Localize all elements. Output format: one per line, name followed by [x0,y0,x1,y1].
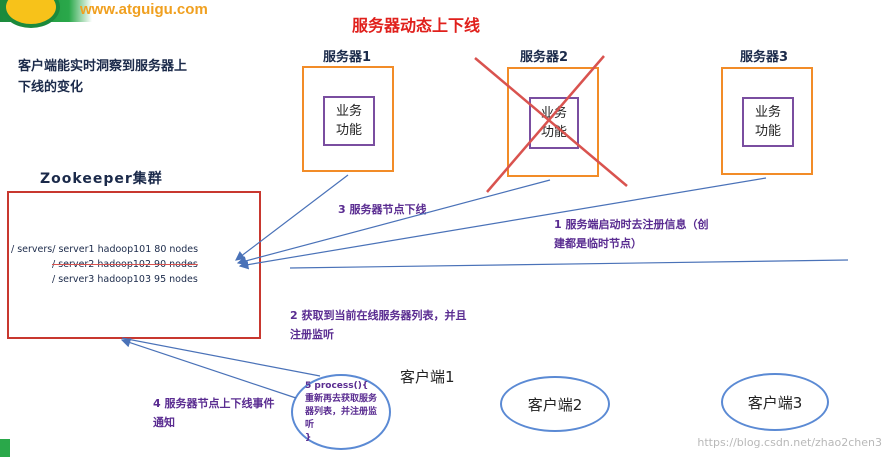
note-get-list: 2 获取到当前在线服务器列表，并且注册监听 [290,309,467,341]
zk-node-server3: / server3 hadoop103 95 nodes [52,274,198,285]
zk-node-server2: / server2 hadoop102 90 nodes [52,259,198,270]
arrow-server3-zk [238,177,767,270]
client1-ellipse: 5 process(){ 重新再去获取服务器列表，并注册监听 } [291,374,391,450]
client1-process: 5 process(){ 重新再去获取服务器列表，并注册监听 } [305,380,378,443]
server1-func: 业务 功能 [323,96,375,146]
zookeeper-box: / servers/ server1 hadoop101 80 nodes / … [7,191,261,339]
client2-ellipse: 客户端2 [500,376,610,432]
server3-label: 服务器3 [740,50,789,65]
server3-box: 业务 功能 [721,67,813,175]
cross-line-2 [486,55,605,193]
line-zk-client1 [121,337,321,377]
client3-ellipse: 客户端3 [721,373,829,431]
server2-label: 服务器2 [520,50,569,65]
client1-label: 客户端1 [400,368,455,386]
cross-line-1 [474,57,628,187]
zk-node-server1: / servers/ server1 hadoop101 80 nodes [11,244,199,255]
diagram-title: 服务器动态上下线 [352,16,481,35]
diagram-description: 客户端能实时洞察到服务器上下线的变化 [18,59,188,95]
arrow-notify [120,338,297,399]
server1-label: 服务器1 [323,50,372,65]
server3-func: 业务 功能 [742,97,794,147]
note-register: 1 服务端启动时去注册信息（创建都是临时节点） [554,218,709,250]
line-clients-zk [289,259,849,269]
server1-box: 业务 功能 [302,66,394,172]
arrow-server2-zk [236,179,551,266]
note-notify: 4 服务器节点上下线事件通知 [153,397,275,429]
client2-label: 客户端2 [527,395,583,414]
client3-label: 客户端3 [747,393,803,412]
arrow-server1-zk [235,174,349,261]
footer-strip [0,439,10,457]
watermark: https://blog.csdn.net/zhao2chen3 [697,436,882,449]
zookeeper-title: Zookeeper集群 [40,171,163,187]
note-server-offline: 3 服务器节点下线 [338,203,427,216]
logo-url: www.atguigu.com [80,1,208,18]
